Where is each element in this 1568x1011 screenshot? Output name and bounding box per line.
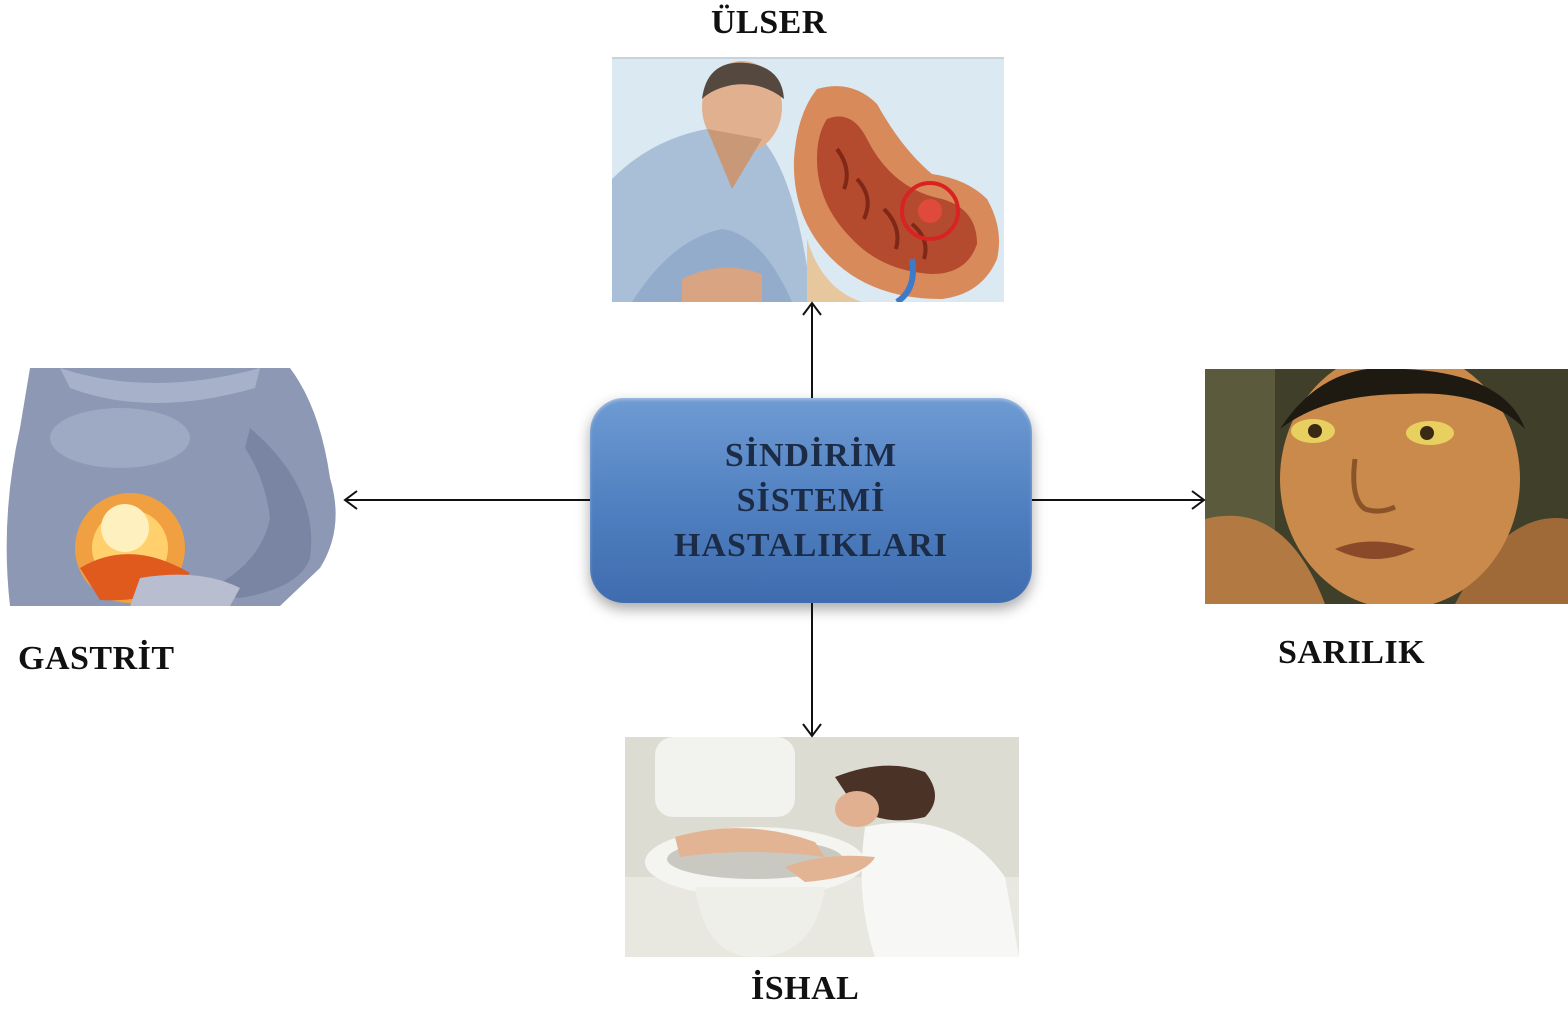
- ulser-label: ÜLSER: [711, 4, 827, 41]
- person-over-toilet-photo: [625, 737, 1019, 957]
- burning-stomach-illustration: [0, 368, 400, 606]
- arrow-to-ishal: [802, 603, 822, 738]
- ishal-label: İSHAL: [751, 970, 860, 1007]
- arrow-to-sarilik: [1032, 490, 1206, 510]
- gastrit-label: GASTRİT: [18, 640, 175, 677]
- arrow-to-gastrit: [343, 490, 590, 510]
- center-node: SİNDİRİM SİSTEMİ HASTALIKLARI: [590, 398, 1032, 603]
- arrow-to-ulser: [802, 301, 822, 398]
- sarilik-label: SARILIK: [1278, 634, 1426, 671]
- center-title-line-2: SİSTEMİ: [736, 482, 886, 519]
- center-title-line-3: HASTALIKLARI: [674, 527, 948, 564]
- stomach-ulcer-illustration: [612, 57, 1004, 302]
- jaundice-face-photo: [1205, 369, 1568, 604]
- center-title-line-1: SİNDİRİM: [724, 437, 898, 474]
